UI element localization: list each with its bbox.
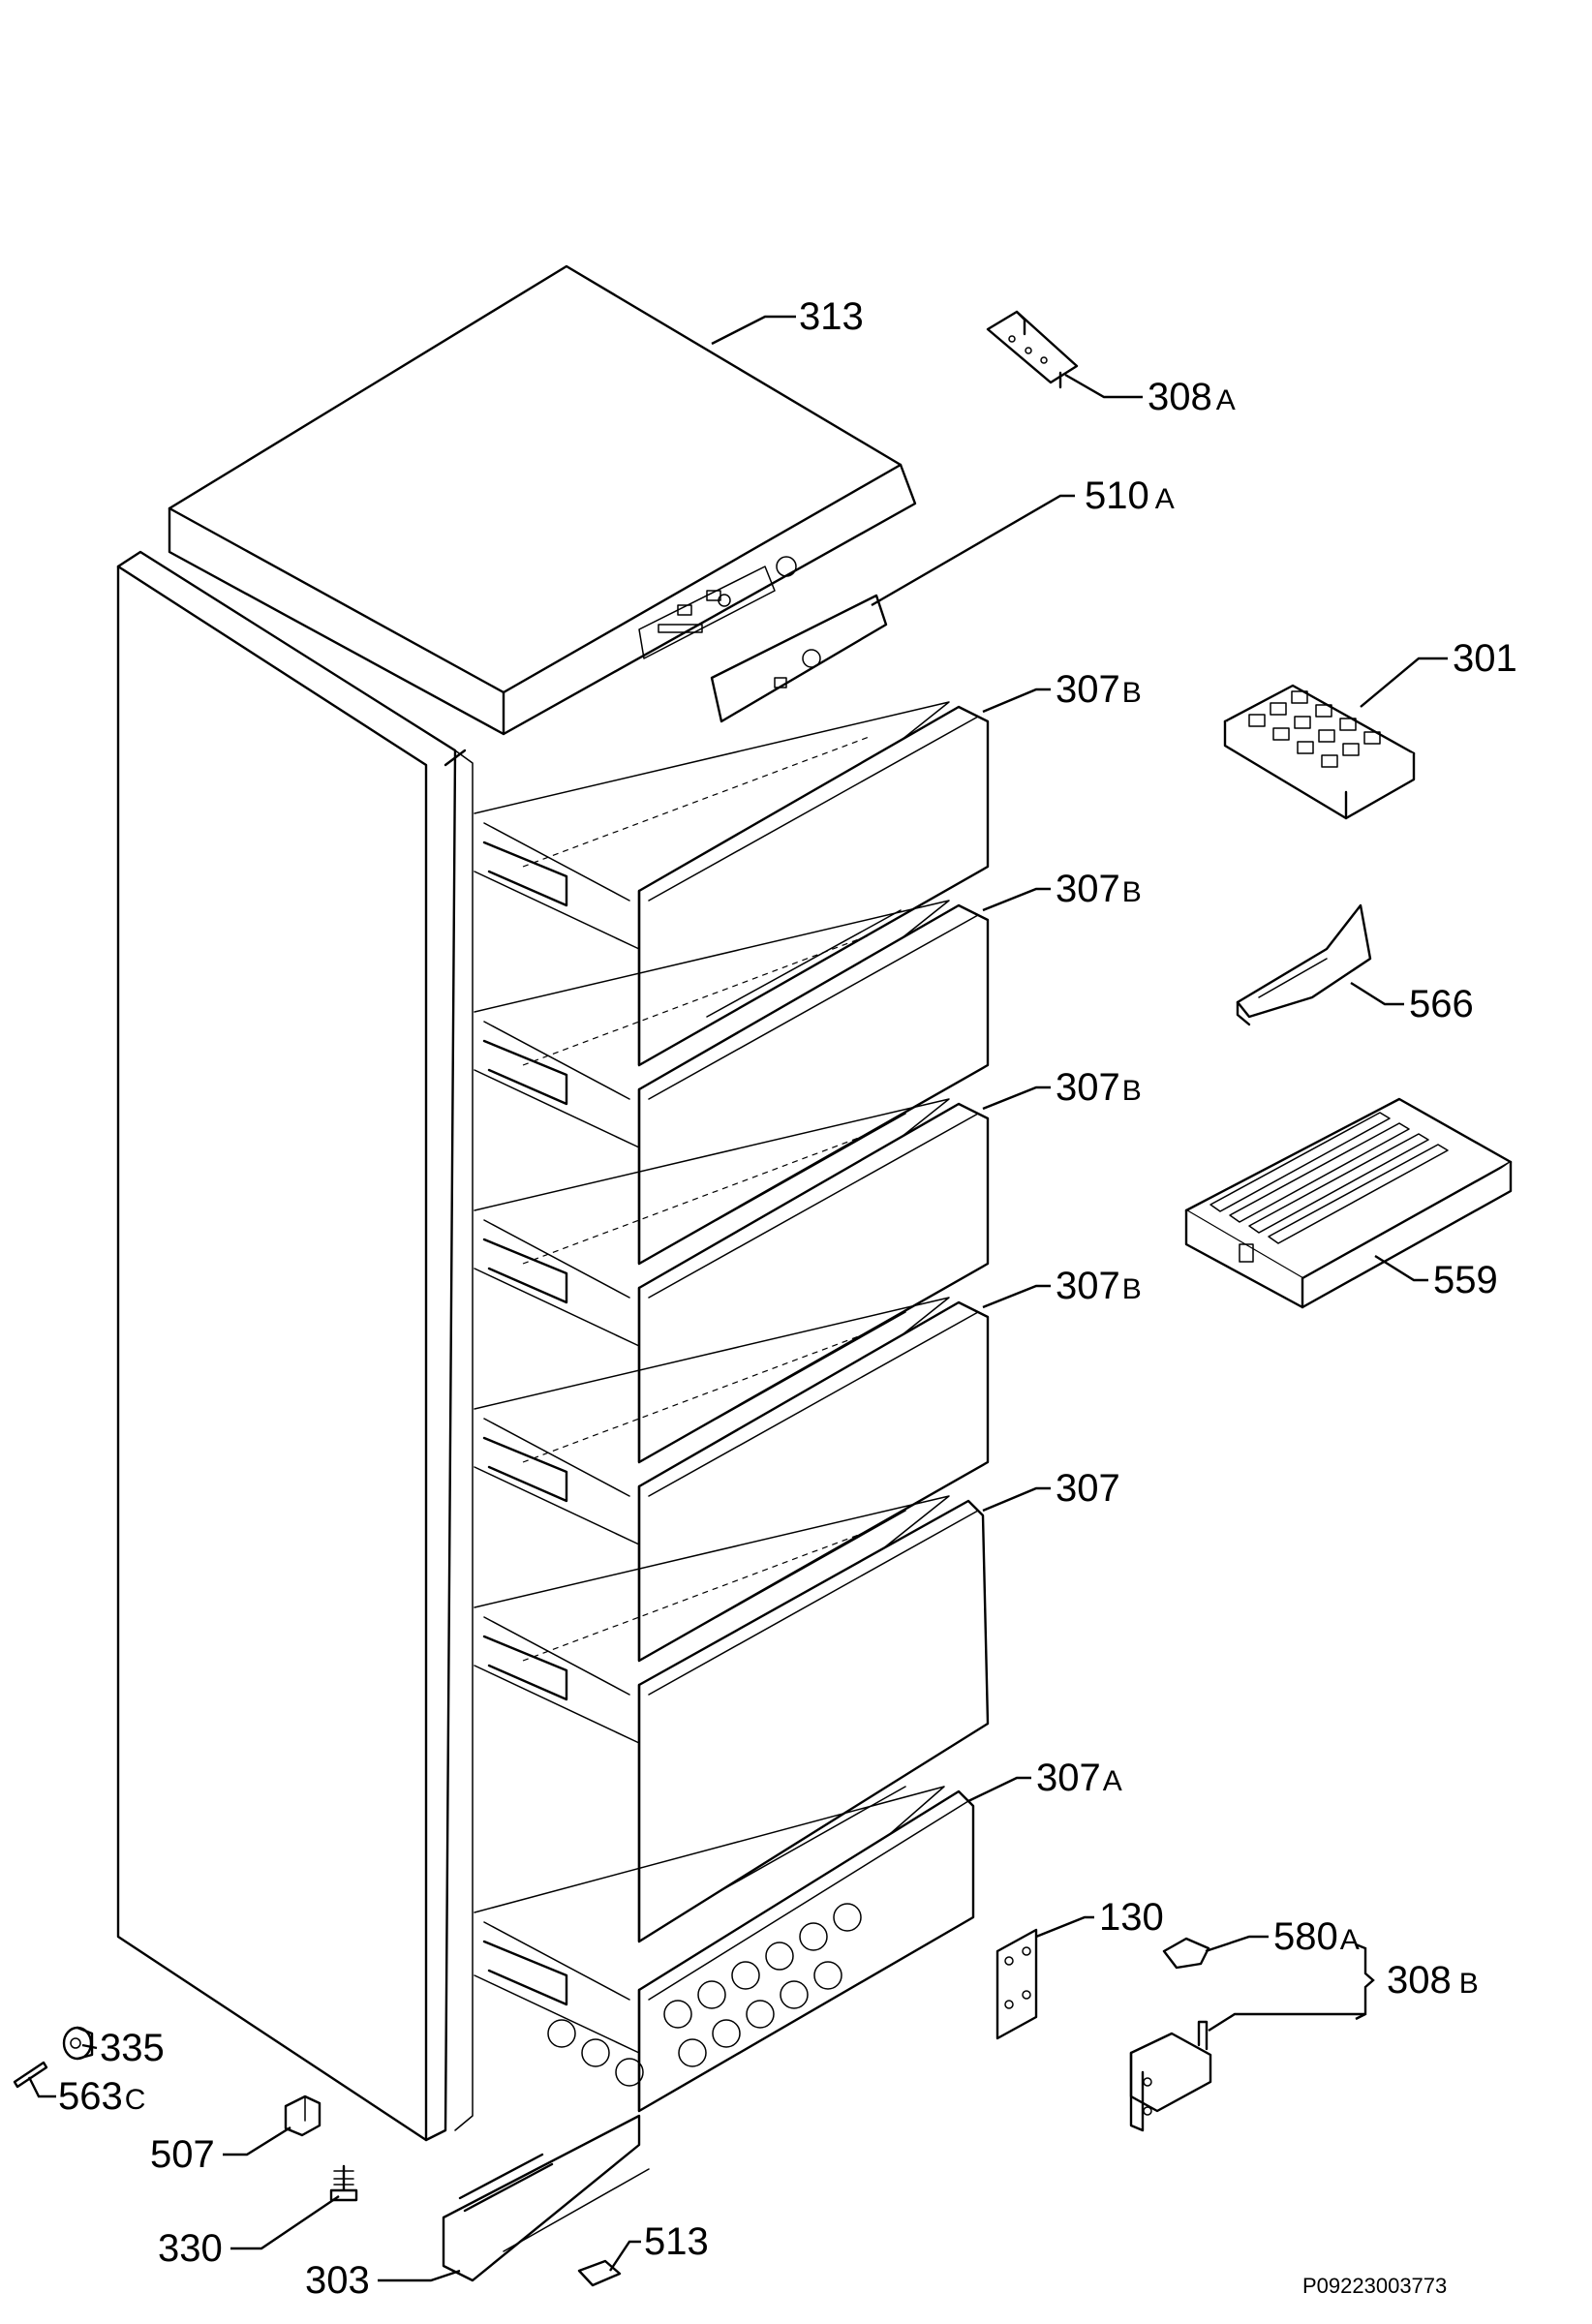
pin-563c-part [13,2061,48,2089]
top-hinge-part [986,310,1079,389]
label-307b-4: 307B [1056,1265,1142,1307]
label-130: 130 [1099,1896,1164,1939]
label-307: 307 [1056,1467,1120,1510]
hinge-plate-part [995,1928,1038,2040]
cabinet-body [116,550,474,2142]
drawer-307b-3 [474,1098,990,1464]
bottom-hinge-part [1129,2020,1212,2132]
label-507: 507 [150,2133,215,2176]
drawer-307b-2 [474,900,990,1266]
label-307a: 307A [1036,1757,1122,1799]
ice-cube-tray-part [1223,684,1416,820]
label-313: 313 [799,295,864,338]
cover-513-part [577,2259,622,2287]
adjustable-foot-330-part [329,2164,358,2202]
label-513: 513 [644,2220,709,2263]
label-580a: 580A [1273,1915,1360,1958]
drawer-307 [474,1495,990,1943]
hinge-cap-part [1162,1937,1210,1970]
label-303: 303 [305,2259,370,2302]
label-330: 330 [158,2227,223,2270]
label-307b-2: 307B [1056,868,1142,910]
label-307b-3: 307B [1056,1066,1142,1109]
top-cover-part [168,264,917,736]
label-301: 301 [1453,637,1517,680]
label-559: 559 [1433,1259,1498,1301]
foot-335-part [62,2026,94,2061]
drawer-307b-1 [474,701,990,1067]
label-335: 335 [100,2027,165,2069]
leader-lines [27,315,1448,2282]
label-566: 566 [1409,983,1474,1025]
reference-code: P09223003773 [1302,2274,1447,2298]
ice-scraper-part [1236,903,1372,1026]
drawer-307b-4 [474,1297,990,1663]
clip-507-part [284,2095,321,2137]
plinth-303-part [442,2114,650,2282]
label-563c: 563C [58,2075,145,2118]
label-307b-1: 307B [1056,668,1142,711]
cold-accumulator-part [1184,1097,1513,1309]
drawer-307a [474,1786,975,2113]
control-panel-strip-part [710,594,888,723]
